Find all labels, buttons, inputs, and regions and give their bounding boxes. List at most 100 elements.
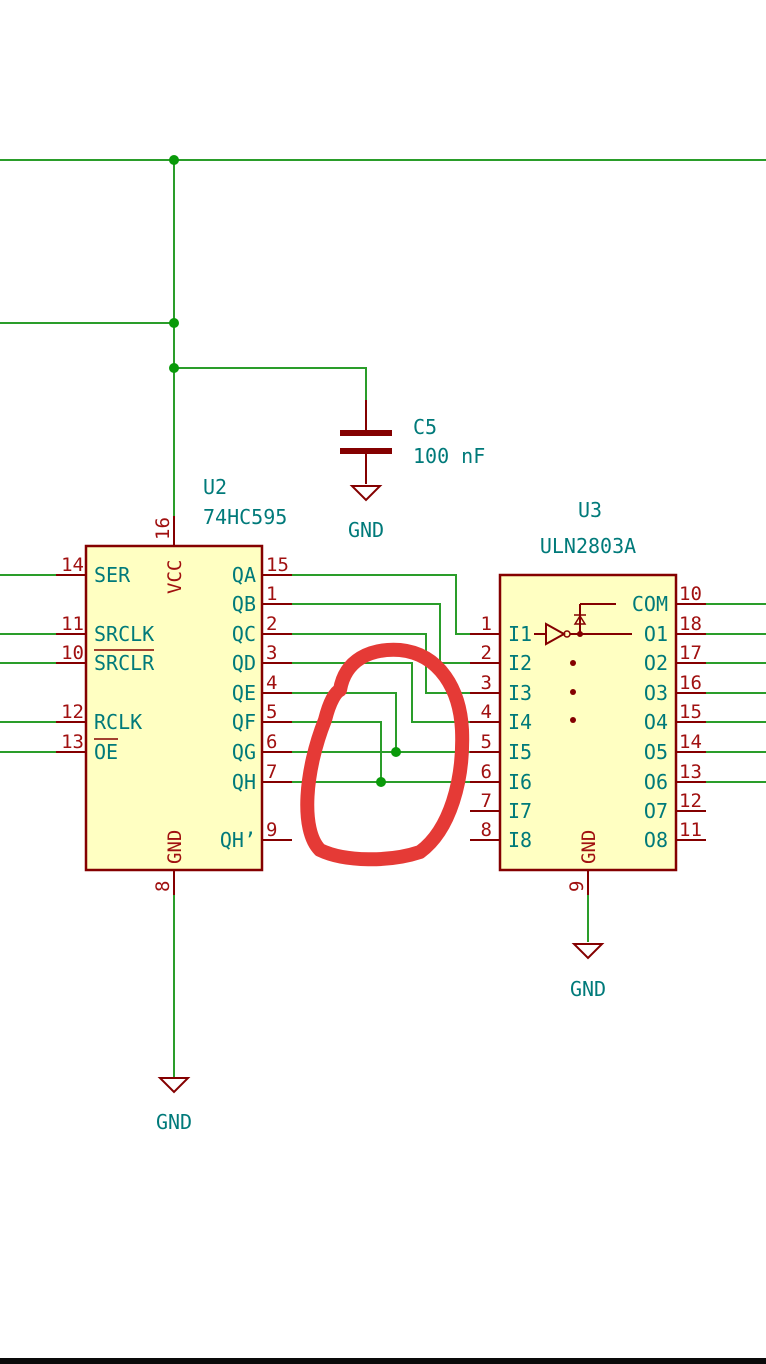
u3-pin-number: 4 bbox=[481, 701, 492, 723]
u3-pin-number: 2 bbox=[481, 642, 492, 664]
gnd-label: GND bbox=[156, 1110, 192, 1134]
u3-pin-name: O8 bbox=[644, 828, 668, 852]
u2-ref: U2 bbox=[203, 475, 227, 499]
u2-pin-name: SRCLK bbox=[94, 622, 154, 646]
annotation-circle bbox=[300, 642, 470, 867]
gnd-symbol-u2: GND bbox=[156, 1077, 192, 1134]
u2-pin-name: QF bbox=[232, 710, 256, 734]
u2-pin-number: 13 bbox=[61, 731, 84, 753]
u2-vcc-pin-name: VCC bbox=[164, 560, 186, 594]
u2-pin-name: SER bbox=[94, 563, 131, 587]
bottom-edge-bar bbox=[0, 1358, 766, 1364]
u2-pin-number: 11 bbox=[61, 613, 84, 635]
u3-gnd-pin-number: 9 bbox=[566, 881, 588, 892]
u3-pin-number: 8 bbox=[481, 819, 492, 841]
u2-pin-name: QG bbox=[232, 740, 256, 764]
u3-pin-name: O3 bbox=[644, 681, 668, 705]
junctions bbox=[169, 155, 401, 787]
junction-dot bbox=[169, 363, 179, 373]
gnd-symbol-c5: GND bbox=[348, 485, 384, 542]
u3-pin-name: O5 bbox=[644, 740, 668, 764]
u3-pin-name: COM bbox=[632, 592, 668, 616]
u2-pin-number: 10 bbox=[61, 642, 84, 664]
junction-dot bbox=[391, 747, 401, 757]
u3-pin-number: 13 bbox=[679, 761, 702, 783]
u3-pin-number: 7 bbox=[481, 790, 492, 812]
u3-pin-number: 1 bbox=[481, 613, 492, 635]
u3-pin-name: O6 bbox=[644, 770, 668, 794]
u3-pin-name: I1 bbox=[508, 622, 532, 646]
gnd-triangle-icon bbox=[349, 485, 383, 502]
u3-pin-number: 18 bbox=[679, 613, 702, 635]
u2-left-pins: 14 SER 11 SRCLK 10 SRCLR 12 RCLK 13 OE bbox=[56, 554, 155, 764]
u3-pin-name: I7 bbox=[508, 799, 532, 823]
u3-pin-number: 5 bbox=[481, 731, 492, 753]
u3-pin-number: 10 bbox=[679, 583, 702, 605]
wires bbox=[0, 159, 766, 1077]
u2-pin-name: SRCLR bbox=[94, 651, 155, 675]
u2-gnd-pin-number: 8 bbox=[152, 881, 174, 892]
u2-pin-number: 5 bbox=[266, 701, 277, 723]
wire-qa-i1 bbox=[292, 574, 470, 635]
u2-gnd-pin-name: GND bbox=[164, 830, 186, 864]
u3-pin-name: O7 bbox=[644, 799, 668, 823]
wire-c5-top bbox=[174, 367, 367, 400]
capacitor-c5[interactable]: C5 100 nF bbox=[340, 400, 485, 484]
u2-pin-number: 15 bbox=[266, 554, 289, 576]
u3-pin-name: I2 bbox=[508, 651, 532, 675]
u3-pin-number: 15 bbox=[679, 701, 702, 723]
gnd-label: GND bbox=[570, 977, 606, 1001]
c5-value: 100 nF bbox=[413, 444, 485, 468]
gnd-triangle-icon bbox=[157, 1077, 191, 1094]
junction-dot bbox=[376, 777, 386, 787]
u2-pin-number: 9 bbox=[266, 819, 277, 841]
u3-pin-name: I8 bbox=[508, 828, 532, 852]
u2-pin-name: QC bbox=[232, 622, 256, 646]
u3-pin-name: I5 bbox=[508, 740, 532, 764]
gnd-triangle-icon bbox=[571, 943, 605, 960]
u3-pin-name: I3 bbox=[508, 681, 532, 705]
junction-dot bbox=[169, 318, 179, 328]
u3-gnd-pin-name: GND bbox=[578, 830, 600, 864]
u3-pin-number: 11 bbox=[679, 819, 702, 841]
u2-pin-number: 3 bbox=[266, 642, 277, 664]
u2-pin-name: QD bbox=[232, 651, 256, 675]
gnd-label: GND bbox=[348, 518, 384, 542]
u2-pin-number: 12 bbox=[61, 701, 84, 723]
u2-pin-name: QB bbox=[232, 592, 256, 616]
u3-pin-number: 3 bbox=[481, 672, 492, 694]
wire-qb-i2 bbox=[292, 603, 470, 664]
u2-pin-name: QH bbox=[232, 770, 256, 794]
u2-pin-number: 6 bbox=[266, 731, 277, 753]
u3-pin-name: I6 bbox=[508, 770, 532, 794]
u3-ref: U3 bbox=[578, 498, 602, 522]
u2-vcc-pin-number: 16 bbox=[152, 517, 174, 540]
u3-value: ULN2803A bbox=[540, 534, 636, 558]
u3-pin-name: O2 bbox=[644, 651, 668, 675]
u2-pin-name: RCLK bbox=[94, 710, 142, 734]
u2-pin-number: 2 bbox=[266, 613, 277, 635]
u2-pin-number: 1 bbox=[266, 583, 277, 605]
u2-body bbox=[84, 544, 264, 872]
u3-pin-number: 14 bbox=[679, 731, 702, 753]
u2-pin-number: 4 bbox=[266, 672, 277, 694]
gnd-symbol-u3: GND bbox=[570, 943, 606, 1001]
u3-pin-number: 12 bbox=[679, 790, 702, 812]
u2-pin-number: 14 bbox=[61, 554, 84, 576]
u2-pin-number: 7 bbox=[266, 761, 277, 783]
u2-pin-name: QA bbox=[232, 563, 256, 587]
u3-pin-number: 17 bbox=[679, 642, 702, 664]
u3-pin-name: O4 bbox=[644, 710, 668, 734]
c5-ref: C5 bbox=[413, 415, 437, 439]
wire-qe-net bbox=[292, 692, 397, 752]
u2-value: 74HC595 bbox=[203, 505, 287, 529]
u2-pin-name: OE bbox=[94, 740, 118, 764]
u3-pin-number: 16 bbox=[679, 672, 702, 694]
u3-pin-name: I4 bbox=[508, 710, 532, 734]
